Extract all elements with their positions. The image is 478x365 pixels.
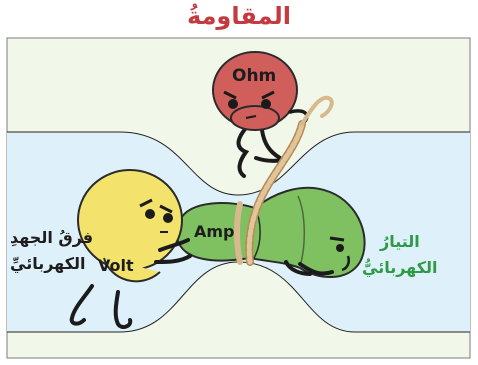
voltage-label: Volt bbox=[98, 256, 134, 275]
voltage-caption-line2: الكهربائيِّ bbox=[10, 254, 86, 273]
current-caption-line2: الكهربائيُّ bbox=[362, 258, 438, 277]
voltage-character bbox=[69, 169, 192, 329]
tube-upper-wall bbox=[7, 131, 470, 196]
current-character bbox=[175, 186, 366, 279]
resistance-character bbox=[212, 51, 309, 178]
resistance-label: Ohm bbox=[232, 66, 277, 86]
current-label: Amp bbox=[194, 222, 235, 241]
rope bbox=[234, 95, 334, 266]
current-caption-line1: التيارُ bbox=[380, 232, 420, 251]
diagram-title: المقاومةُ bbox=[187, 2, 291, 30]
voltage-caption-line1: فرقُ الجهدِ bbox=[10, 228, 94, 247]
